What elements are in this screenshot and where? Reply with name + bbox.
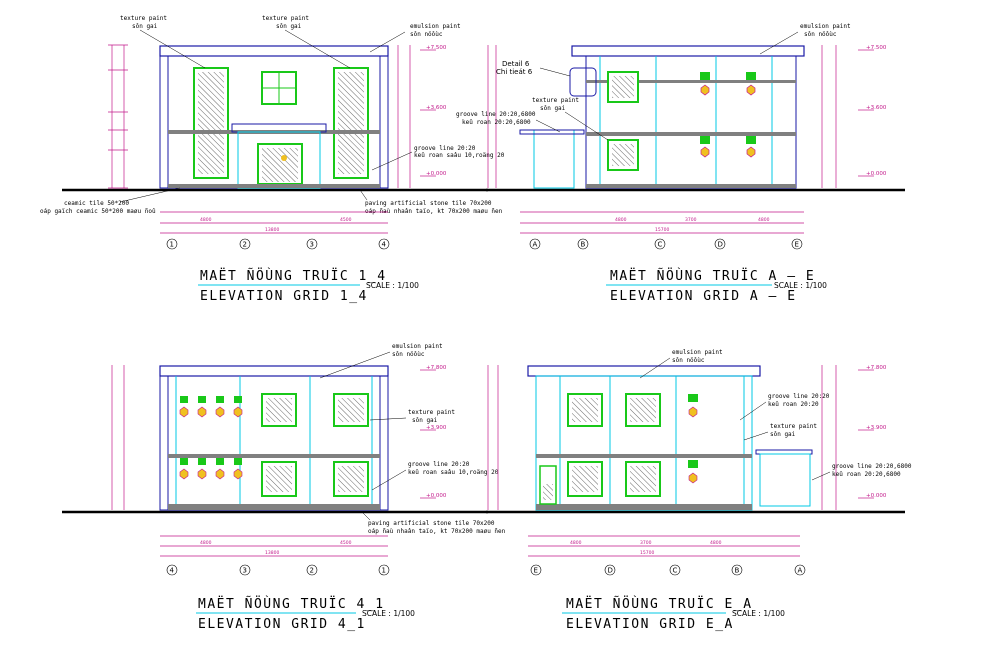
grid-bubble-a: A bbox=[798, 567, 803, 575]
note-4-line1: groove line 20:20,6800 bbox=[832, 463, 912, 470]
note-3-line1: groove line 20:20 bbox=[408, 461, 470, 468]
level-base: +0.000 bbox=[866, 171, 887, 177]
note-1-line2: sôn nöôùc bbox=[672, 357, 705, 364]
elevation-a-e: +7.500 +3.600 +0.000 Detail 6 Chi tieát … bbox=[456, 23, 905, 304]
level-top: +7.800 bbox=[866, 365, 887, 371]
grid-bubble-d: D bbox=[608, 567, 613, 575]
note-2-line1: emulsion paint bbox=[800, 23, 851, 30]
note-2-line1: texture paint bbox=[262, 15, 309, 22]
grid-bubble-b: B bbox=[735, 567, 740, 575]
elevation-4-1: +7.800 +3.900 +0.000 emulsion paint sôn … bbox=[62, 343, 506, 632]
dim-1: 4800 bbox=[570, 540, 582, 546]
title-vn: MAËT ÑÖÙNG TRUÏC 4_1 bbox=[198, 595, 385, 612]
dim-3: 4800 bbox=[758, 217, 770, 223]
note-5-line2: oáp ñaù nhaân taïo, kt 70x200 maøu ñen bbox=[365, 208, 503, 215]
level-mid: +3.600 bbox=[426, 105, 447, 111]
dim-2: 3700 bbox=[685, 217, 697, 223]
note-detail-line1: Detail 6 bbox=[502, 60, 530, 68]
note-4-line2: keû roan 20:20,6800 bbox=[462, 119, 531, 126]
title-vn: MAËT ÑÖÙNG TRUÏC E_A bbox=[566, 595, 753, 612]
note-2-line2: sôn gai bbox=[412, 417, 438, 424]
grid-bubble-1: 1 bbox=[170, 241, 174, 249]
title-en: ELEVATION GRID E_A bbox=[566, 617, 734, 632]
grid-bubble-e: E bbox=[795, 241, 799, 249]
note-1-line2: sôn nöôùc bbox=[392, 351, 425, 358]
note-4-line1: paving artificial stone tile 70x200 bbox=[368, 520, 495, 527]
note-4-line1: groove line 20:20,6800 bbox=[456, 111, 536, 118]
grid-bubble-2: 2 bbox=[243, 241, 247, 249]
level-base: +0.000 bbox=[866, 493, 887, 499]
level-top: +7.500 bbox=[866, 45, 887, 51]
note-4-line1: groove line 20:20 bbox=[414, 145, 476, 152]
title-vn: MAËT ÑÖÙNG TRUÏC 1_4 bbox=[200, 267, 387, 284]
grid-bubble-4: 4 bbox=[382, 241, 387, 249]
note-3-line1: texture paint bbox=[770, 423, 817, 430]
note-4-line2: keû roan saâu 10,roäng 20 bbox=[414, 152, 505, 159]
note-3-line2: sôn gai bbox=[770, 431, 796, 438]
grid-bubble-c: C bbox=[658, 241, 663, 249]
elevation-e-a: +7.800 +3.900 +0.000 emulsion paint sôn … bbox=[486, 349, 912, 632]
note-1-line1: emulsion paint bbox=[672, 349, 723, 356]
dim-total: 15700 bbox=[655, 227, 669, 233]
note-2-line1: groove line 20:20 bbox=[768, 393, 830, 400]
dim-2: 3700 bbox=[640, 540, 652, 546]
note-3-line1: texture paint bbox=[532, 97, 579, 104]
dim-1: 4800 bbox=[200, 217, 212, 223]
note-1-line1: emulsion paint bbox=[392, 343, 443, 350]
note-3-line2: sôn nöôùc bbox=[410, 31, 443, 38]
grid-bubble-3: 3 bbox=[310, 241, 314, 249]
grid-bubble-a: A bbox=[533, 241, 538, 249]
note-5-line1: paving artificial stone tile 70x200 bbox=[365, 200, 492, 207]
scale-label: SCALE : 1/100 bbox=[732, 609, 785, 618]
level-mid: +3.900 bbox=[426, 425, 447, 431]
level-base: +0.000 bbox=[426, 171, 447, 177]
dim-3: 4800 bbox=[710, 540, 722, 546]
title-en: ELEVATION GRID 1_4 bbox=[200, 289, 368, 304]
title-en: ELEVATION GRID A — E bbox=[610, 289, 797, 304]
level-top: +7.500 bbox=[426, 45, 447, 51]
note-detail-line2: Chi tieát 6 bbox=[496, 68, 533, 76]
note-2-line2: sôn gai bbox=[276, 23, 302, 30]
grid-bubble-4: 4 bbox=[170, 567, 175, 575]
grid-bubble-d: D bbox=[718, 241, 723, 249]
title-vn: MAËT ÑÖÙNG TRUÏC A — E bbox=[610, 267, 815, 284]
level-mid: +3.600 bbox=[866, 105, 887, 111]
level-base: +0.000 bbox=[426, 493, 447, 499]
elevation-1-4: +7.500 +3.600 +0.000 texture paint sôn g… bbox=[40, 15, 505, 304]
note-1-line2: sôn gai bbox=[132, 23, 158, 30]
dim-total: 13800 bbox=[265, 550, 279, 556]
scale-label: SCALE : 1/100 bbox=[774, 281, 827, 290]
grid-bubble-3: 3 bbox=[243, 567, 247, 575]
note-3-line2: keû roan saâu 10,roäng 20 bbox=[408, 469, 499, 476]
left-dimension-column bbox=[108, 44, 128, 189]
grid-bubble-1: 1 bbox=[382, 567, 386, 575]
grid-bubble-c: C bbox=[673, 567, 678, 575]
dim-2: 4500 bbox=[340, 540, 352, 546]
level-mid: +3.900 bbox=[866, 425, 887, 431]
note-2-line2: keû roan 20:20 bbox=[768, 401, 819, 408]
note-3-line1: emulsion paint bbox=[410, 23, 461, 30]
note-4-line2: oáp ñaù nhaân taïo, kt 70x200 maøu ñen bbox=[368, 528, 506, 535]
scale-label: SCALE : 1/100 bbox=[362, 609, 415, 618]
grid-bubble-b: B bbox=[581, 241, 586, 249]
note-1-line1: texture paint bbox=[120, 15, 167, 22]
note-2-line2: sôn nöôùc bbox=[804, 31, 837, 38]
dim-1: 4800 bbox=[615, 217, 627, 223]
note-3-line2: sôn gai bbox=[540, 105, 566, 112]
scale-label: SCALE : 1/100 bbox=[366, 281, 419, 290]
grid-bubble-2: 2 bbox=[310, 567, 314, 575]
note-2-line1: texture paint bbox=[408, 409, 455, 416]
note-4-line2: keû roan 20:20,6800 bbox=[832, 471, 901, 478]
dim-total: 13800 bbox=[265, 227, 279, 233]
dim-2: 4500 bbox=[340, 217, 352, 223]
title-en: ELEVATION GRID 4_1 bbox=[198, 617, 366, 632]
grid-bubble-e: E bbox=[534, 567, 538, 575]
note-6-line1: ceamic tile 50*200 bbox=[64, 200, 129, 207]
note-6-line2: oáp gaïch ceamic 50*200 maøu ñoû bbox=[40, 208, 156, 215]
level-top: +7.800 bbox=[426, 365, 447, 371]
dim-1: 4800 bbox=[200, 540, 212, 546]
dim-total: 15700 bbox=[640, 550, 654, 556]
